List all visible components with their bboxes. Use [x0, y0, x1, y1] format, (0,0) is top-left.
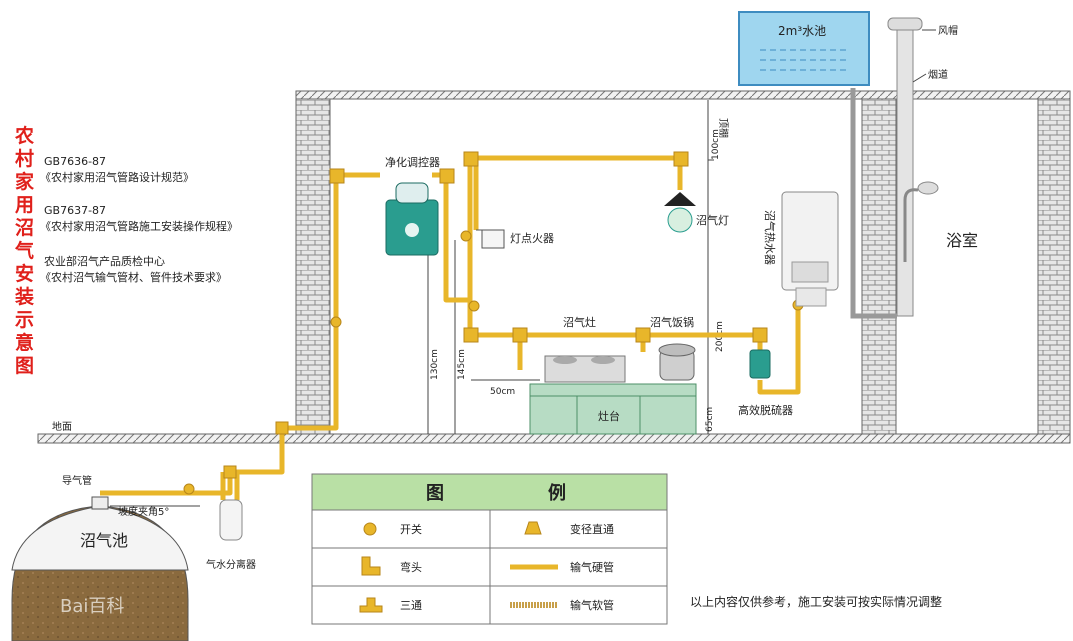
- ground-slab: [37, 433, 1071, 444]
- title-char: 意: [15, 331, 34, 354]
- bathroom-label: 浴室: [946, 231, 978, 250]
- biogas-lamp: [664, 192, 696, 233]
- ceiling-slab: [295, 90, 1071, 100]
- shower: [903, 181, 939, 262]
- watermark: Bai百科: [60, 596, 124, 617]
- title-char: 用: [15, 194, 34, 216]
- standard-org: 农业部沼气产品质检中心: [44, 254, 165, 268]
- left-wall: [295, 98, 331, 435]
- flue: [850, 17, 936, 319]
- legend-label: 输气软管: [570, 598, 614, 612]
- title-char: 图: [15, 355, 34, 377]
- legend-label: 三通: [400, 599, 422, 612]
- wind-cap-label: 风帽: [938, 24, 958, 37]
- title-char: 气: [14, 239, 34, 262]
- stove: [544, 355, 626, 383]
- rice-cooker: [658, 343, 696, 381]
- legend-label: 弯头: [400, 560, 422, 574]
- building: [37, 90, 1071, 444]
- biogas-pit-label: 沼气池: [80, 531, 128, 550]
- outlet-pipe-label: 导气管: [62, 474, 92, 487]
- standard-title: 《农村家用沼气管路施工安装操作规程》: [40, 219, 238, 233]
- efficient-filter: [749, 349, 771, 379]
- ceiling-label: 顶棚: [717, 118, 730, 138]
- igniter-label: 灯点火器: [510, 232, 554, 245]
- middle-wall: [861, 98, 897, 435]
- standard-code: GB7637-87: [44, 204, 106, 217]
- stove-label: 沼气灶: [563, 315, 596, 329]
- dim-130: 130cm: [430, 349, 440, 380]
- water-separator: [219, 499, 243, 541]
- filter-label: 高效脱硫器: [738, 403, 793, 417]
- wind-cap: [887, 17, 923, 31]
- ground-label: 地面: [52, 420, 72, 433]
- standard-code: GB7636-87: [44, 155, 106, 168]
- purifier-label: 净化调控器: [385, 155, 440, 169]
- title-char: 示: [15, 309, 34, 331]
- hard-pipes: [100, 155, 801, 500]
- elbow-icon: [361, 556, 381, 576]
- right-wall: [1037, 98, 1071, 435]
- standard-title: 《农村沼气输气管材、管件技术要求》: [40, 270, 227, 284]
- title-char: 家: [15, 170, 35, 193]
- legend-title-right: 例: [548, 482, 566, 504]
- dim-65: 65cm: [705, 407, 715, 432]
- dim-145: 145cm: [457, 349, 467, 380]
- counter: [529, 383, 697, 435]
- flue-label: 烟道: [928, 68, 948, 81]
- title-char: 装: [14, 285, 34, 308]
- legend-label: 输气硬管: [570, 560, 614, 574]
- heater-char: 沼气热水器: [763, 210, 777, 265]
- legend: 图 例 开关 变径直通 弯头 输气硬管 三通 输气软管: [311, 473, 668, 625]
- dim-50: 50cm: [490, 387, 515, 397]
- standards-list: GB7636-87 《农村家用沼气管路设计规范》 GB7637-87 《农村家用…: [40, 155, 238, 284]
- water-tank-label: 2m³水池: [778, 24, 826, 38]
- switch-icon: [363, 522, 377, 536]
- disclaimer-note: 以上内容仅供参考，施工安装可按实际情况调整: [690, 594, 942, 609]
- counter-label: 灶台: [598, 409, 620, 423]
- title-char: 安: [15, 262, 34, 285]
- slope-label: 坡度夹角5°: [118, 505, 169, 518]
- title-char: 沼: [15, 216, 34, 239]
- rice-cooker-label: 沼气饭锅: [650, 315, 694, 329]
- reducer-icon: [524, 521, 542, 535]
- water-heater: [781, 191, 839, 307]
- purifier: [385, 182, 439, 256]
- legend-title-left: 图: [426, 483, 444, 504]
- separator-label: 气水分离器: [206, 558, 256, 571]
- water-tank: 2m³水池: [738, 11, 870, 86]
- legend-label: 开关: [400, 522, 422, 536]
- tee-icon: [359, 597, 383, 613]
- dim-100: 100cm: [711, 129, 721, 160]
- standard-title: 《农村家用沼气管路设计规范》: [40, 170, 194, 184]
- dimension-lines: [427, 100, 714, 434]
- pipe-fittings: [183, 151, 804, 495]
- title-char: 农: [14, 124, 34, 147]
- diagram-title: 农 村 家 用 沼 气 安 装 示 意 图: [14, 124, 35, 377]
- biogas-pit: Bai百科: [11, 496, 189, 641]
- title-char: 村: [15, 147, 34, 170]
- biogas-lamp-label: 沼气灯: [696, 213, 729, 227]
- legend-label: 变径直通: [570, 522, 614, 536]
- igniter: [476, 229, 505, 249]
